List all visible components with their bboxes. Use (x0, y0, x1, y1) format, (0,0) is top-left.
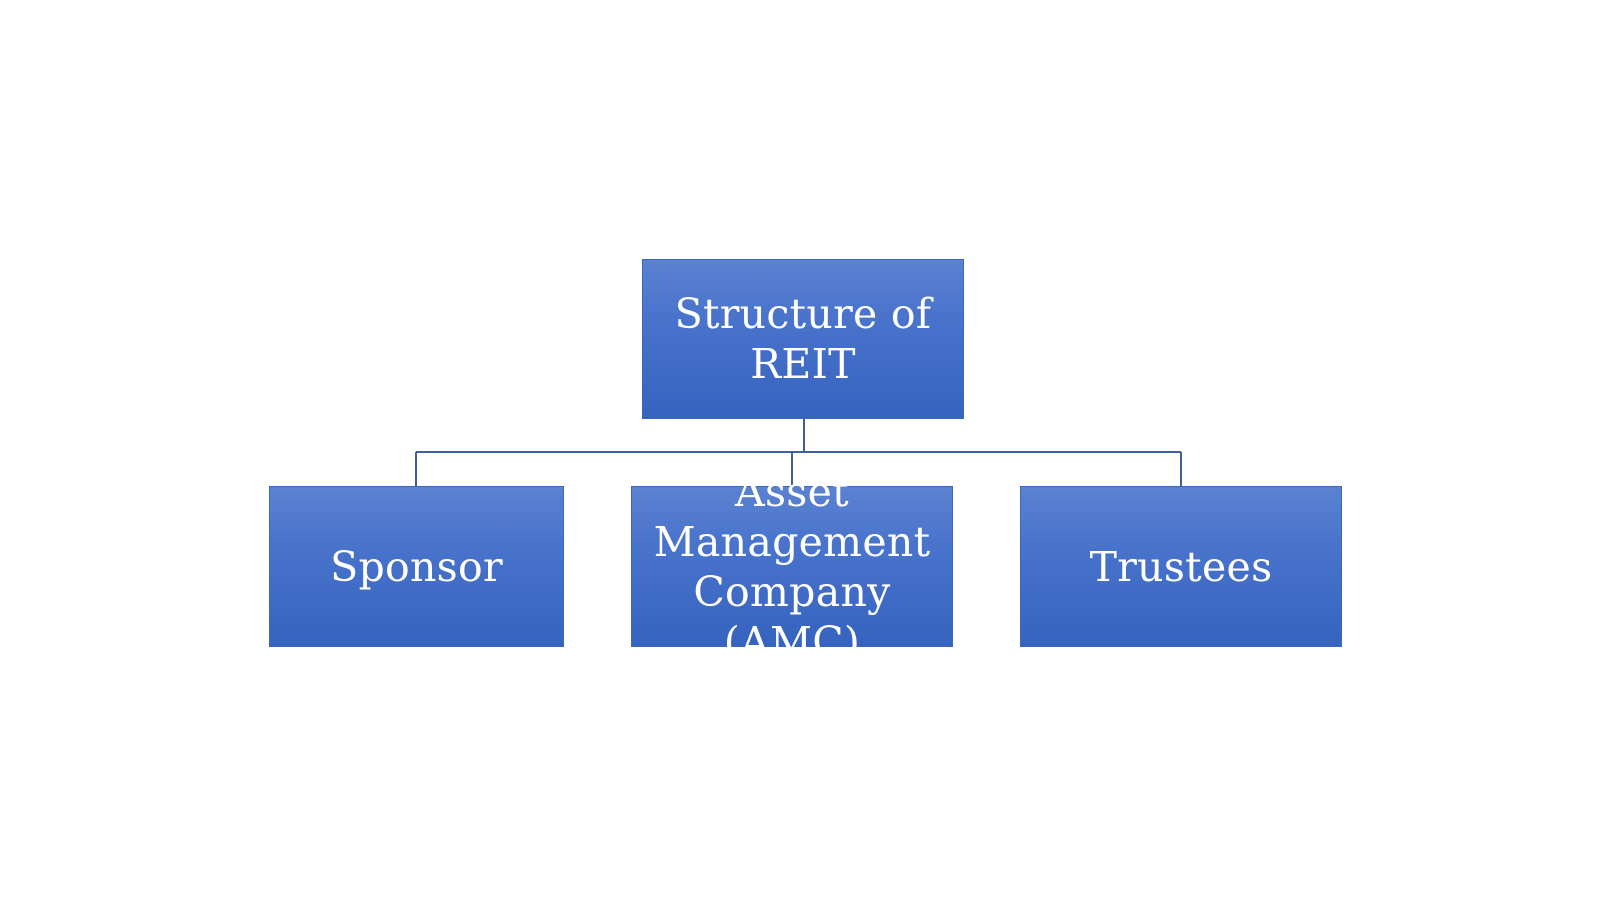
root-node-label: Structure of REIT (674, 290, 932, 388)
child-node-label: Sponsor (330, 542, 503, 591)
root-node-structure-of-reit: Structure of REIT (642, 259, 964, 419)
child-node-trustees: Trustees (1020, 486, 1342, 647)
child-node-label: Asset Management Company (AMC) (653, 467, 931, 666)
child-node-label: Trustees (1089, 542, 1273, 591)
child-node-sponsor: Sponsor (269, 486, 564, 647)
child-node-amc: Asset Management Company (AMC) (631, 468, 953, 666)
